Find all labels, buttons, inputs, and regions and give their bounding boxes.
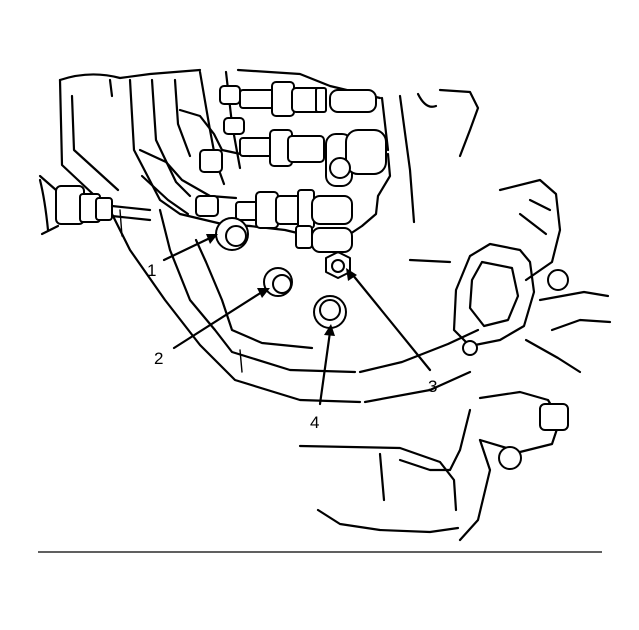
left-fitting [38, 174, 152, 236]
arrowhead-2 [257, 288, 270, 298]
bolt-4 [313, 295, 347, 329]
hub-assembly [408, 88, 612, 374]
bolts [215, 217, 351, 329]
arrowhead-3 [346, 268, 357, 281]
lower-bracket [298, 390, 569, 542]
leader-4 [318, 330, 332, 406]
callout-1: 1 [147, 261, 156, 280]
leader-lines [162, 234, 432, 406]
bolt-2 [263, 267, 293, 297]
leader-1 [162, 236, 212, 262]
bolt-3 [325, 251, 351, 279]
bolt-1 [215, 217, 249, 251]
tube-fittings [235, 81, 387, 253]
callout-2: 2 [154, 349, 163, 368]
leader-3 [350, 272, 432, 372]
callout-3: 3 [428, 377, 437, 396]
arrowhead-1 [206, 234, 218, 244]
arrowhead-4 [324, 324, 335, 336]
callout-4: 4 [310, 413, 319, 432]
leader-2 [172, 290, 264, 350]
